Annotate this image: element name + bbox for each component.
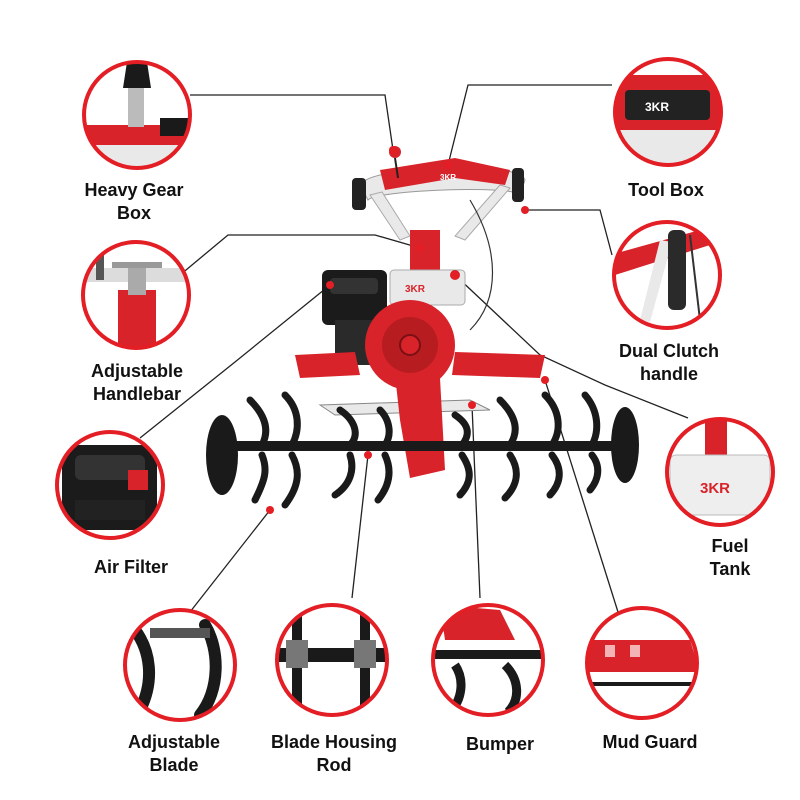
leader-fuel-tank: [454, 274, 689, 419]
leader-dual-clutch: [525, 209, 613, 256]
leader-adjustable-blade: [189, 509, 271, 613]
leader-air-filter: [139, 284, 331, 439]
label-air-filter: Air Filter: [93, 557, 168, 577]
gear-stick: [394, 157, 399, 179]
leader-blade-housing: [351, 454, 369, 599]
mud-guard-icon: [585, 606, 699, 720]
dot-air-filter: [326, 281, 334, 289]
air-filter-lid: [330, 278, 378, 294]
handlebar-clamp-icon: [81, 240, 191, 350]
dot-mud: [541, 376, 549, 384]
leader-heavy-gear-box: [190, 94, 394, 151]
grip-left: [352, 178, 366, 210]
handlebar-stem-right: [454, 184, 511, 241]
leader-adjustable-handlebar: [179, 234, 421, 276]
tiller-blade-icon: [123, 608, 237, 722]
dot-fuel: [451, 271, 459, 279]
label-adjustable-blade: Adjustable Blade: [127, 732, 220, 775]
mud-guard-plate: [295, 352, 360, 378]
label-blade-housing-rod: Blade Housing Rod: [270, 732, 397, 775]
label-heavy-gear-box: Heavy Gear Box: [84, 180, 184, 223]
fuel-tank-brand: 3KR: [405, 284, 426, 295]
dot-handlebar: [416, 244, 424, 252]
gear-lever-icon: [82, 60, 192, 170]
steering-column: [410, 230, 440, 275]
fuel-tank-icon: 3KR: [665, 417, 775, 527]
label-mud-guard: Mud Guard: [602, 732, 698, 752]
leader-bumper: [471, 404, 481, 599]
side-disc-right: [611, 407, 639, 483]
control-cable: [469, 199, 493, 331]
handlebar-console: [380, 158, 510, 190]
tine-shaft: [215, 441, 630, 451]
dot-bumper: [468, 401, 476, 409]
tool-box-icon: 3KR: [613, 57, 723, 167]
clutch-lever-icon: [612, 220, 722, 330]
leader-tool-box: [447, 84, 612, 166]
label-tool-box: Tool Box: [628, 180, 704, 200]
dot-blade: [266, 506, 274, 514]
tiller-tines: [246, 391, 602, 509]
side-disc-left: [206, 415, 238, 495]
air-filter-icon: [55, 430, 165, 540]
dot-toolbox: [444, 161, 452, 169]
dot-gear: [389, 146, 397, 154]
engine-recoil-hub: [399, 334, 421, 356]
callout-dots: [266, 146, 549, 514]
dot-clutch: [521, 206, 529, 214]
housing-rod-icon: [275, 603, 389, 717]
label-dual-clutch-handle: Dual Clutch handle: [618, 341, 719, 384]
handlebar-brand: 3KR: [440, 173, 456, 182]
tiller-machine: 3KR 3KR: [206, 146, 639, 514]
svg-text:3KR: 3KR: [700, 480, 730, 497]
dot-rod: [364, 451, 372, 459]
handlebar-stem-left: [369, 191, 411, 241]
label-adjustable-handlebar: Adjustable Handlebar: [90, 361, 183, 404]
svg-text:3KR: 3KR: [645, 100, 669, 114]
label-bumper: Bumper: [465, 734, 534, 754]
bumper-icon: [431, 603, 545, 717]
label-fuel-tank: Fuel Tank: [709, 536, 751, 579]
gearbox-housing: [395, 375, 445, 478]
grip-right: [512, 168, 524, 202]
mud-guard-plate-right: [452, 352, 545, 378]
